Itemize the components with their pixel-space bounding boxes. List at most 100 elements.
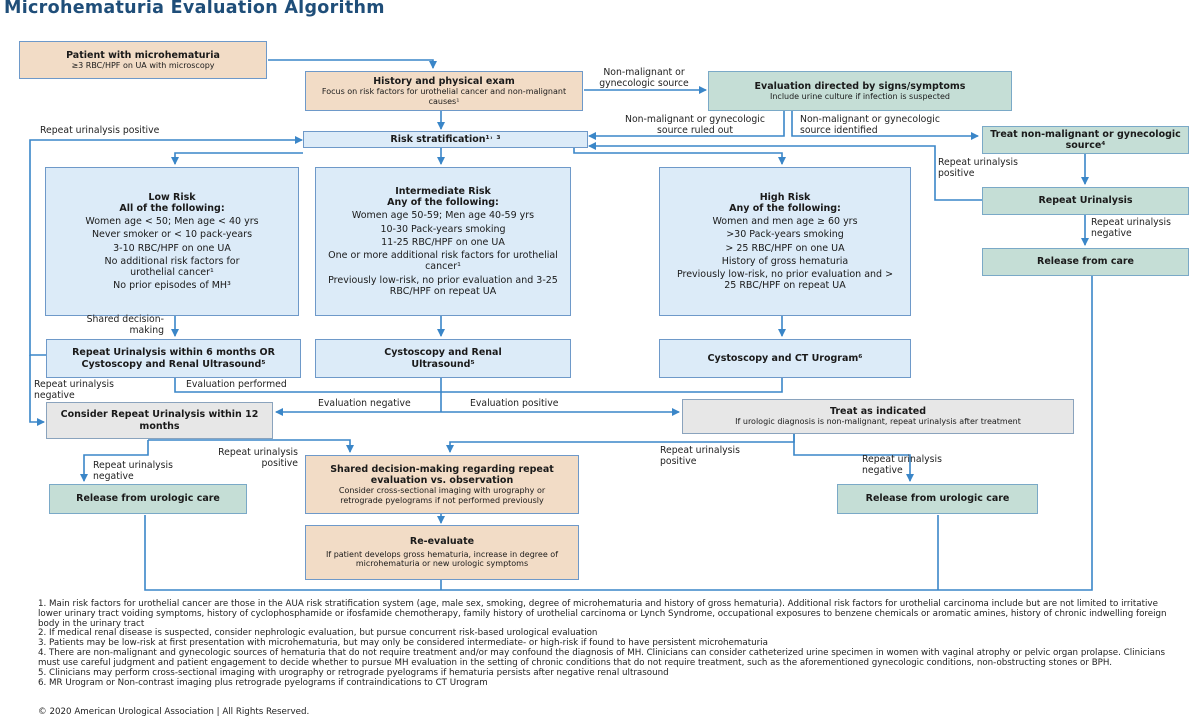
intermediate-risk-box: Intermediate Risk Any of the following: … <box>315 167 571 316</box>
label-repeat-neg-left: Repeat urinalysis negative <box>34 379 114 401</box>
eval-signs-sub: Include urine culture if infection is su… <box>769 91 950 101</box>
label-repeat-neg-bottom-right: Repeat urinalysis negative <box>862 454 942 476</box>
risk-title: Risk stratification¹˒ ³ <box>390 133 501 145</box>
patient-sub: ≥3 RBC/HPF on UA with microscopy <box>71 60 215 70</box>
shared-box: Shared decision-making regarding repeat … <box>305 455 579 514</box>
treat-indicated-sub: If urologic diagnosis is non-malignant, … <box>735 417 1021 427</box>
low-risk-item: 3-10 RBC/HPF on one UA <box>113 242 231 254</box>
low-risk-item: Women age < 50; Men age < 40 yrs <box>85 216 259 228</box>
low-risk-item: Never smoker or < 10 pack-years <box>91 229 253 241</box>
repeat6-title: Repeat Urinalysis within 6 months OR Cys… <box>72 347 275 370</box>
cysto-renal-title: Cystoscopy and Renal Ultrasound⁵ <box>384 347 502 370</box>
repeat-ua-box: Repeat Urinalysis <box>982 187 1189 215</box>
label-repeat-pos-right: Repeat urinalysis positive <box>938 157 1018 179</box>
label-repeat-pos-bottom-right: Repeat urinalysis positive <box>660 445 740 467</box>
high-risk-item: History of gross hematuria <box>721 255 849 267</box>
footnote: 3. Patients may be low-risk at first pre… <box>38 638 768 649</box>
history-title: History and physical exam <box>373 75 515 87</box>
label-repeat-neg-bottom-left: Repeat urinalysis negative <box>93 460 173 482</box>
reevaluate-sub: If patient develops gross hematuria, inc… <box>325 549 559 569</box>
patient-title: Patient with microhematuria <box>66 49 220 61</box>
consider-repeat-title: Consider Repeat Urinalysis within 12 mon… <box>60 409 259 432</box>
high-risk-item: Previously low-risk, no prior evaluation… <box>676 268 894 292</box>
low-risk-item: No prior episodes of MH³ <box>113 280 231 292</box>
label-repeat-pos-bottom-left: Repeat urinalysis positive <box>218 447 298 469</box>
label-repeat-pos-left: Repeat urinalysis positive <box>40 125 160 136</box>
label-eval-positive: Evaluation positive <box>470 398 559 409</box>
intermediate-risk-item: Women age 50-59; Men age 40-59 yrs <box>351 210 535 222</box>
connector-patient-history <box>268 59 437 69</box>
copyright: © 2020 American Urological Association |… <box>38 707 310 717</box>
high-risk-item: >30 Pack-years smoking <box>726 229 844 241</box>
intermediate-risk-item: 10-30 Pack-years smoking <box>380 223 506 235</box>
shared-sub: Consider cross-sectional imaging with ur… <box>338 486 546 505</box>
risk-box: Risk stratification¹˒ ³ <box>303 131 588 148</box>
label-eval-performed: Evaluation performed <box>186 379 287 390</box>
history-sub: Focus on risk factors for urothelial can… <box>321 87 567 106</box>
intermediate-risk-item: Previously low-risk, no prior evaluation… <box>328 274 558 297</box>
page-title: Microhematuria Evaluation Algorithm <box>4 0 385 18</box>
low-risk-subtitle: All of the following: <box>119 202 225 214</box>
release-uro-right-box: Release from urologic care <box>837 484 1038 514</box>
label-shared-dm: Shared decision-making <box>86 314 164 336</box>
history-box: History and physical exam Focus on risk … <box>305 71 583 111</box>
release-care-title: Release from care <box>1037 256 1134 268</box>
cysto-ct-box: Cystoscopy and CT Urogram⁶ <box>659 339 911 378</box>
high-risk-subtitle: Any of the following: <box>729 202 841 214</box>
high-risk-item: Women and men age ≥ 60 yrs <box>712 216 858 228</box>
connector-repeatua-risk <box>588 142 983 201</box>
connector-risk-high <box>573 148 786 165</box>
label-identified: Non-malignant or gynecologic source iden… <box>800 114 940 136</box>
footnote: 6. MR Urogram or Non-contrast imaging pl… <box>38 677 488 688</box>
reevaluate-title: Re-evaluate <box>409 536 475 548</box>
footnote: 1. Main risk factors for urothelial canc… <box>38 599 1167 629</box>
treat-indicated-title: Treat as indicated <box>829 406 927 418</box>
connector-repeat6-consider <box>29 355 45 426</box>
connector-evalsigns-risk <box>588 111 785 140</box>
cysto-ct-title: Cystoscopy and CT Urogram⁶ <box>707 352 863 364</box>
label-nonmal-gyn: Non-malignant or gynecologic source <box>599 67 689 89</box>
high-risk-title: High Risk <box>759 191 811 203</box>
intermediate-risk-subtitle: Any of the following: <box>387 197 499 209</box>
connector-bottom-loop <box>144 275 1093 591</box>
connector-repeatpos-loop <box>29 136 303 356</box>
treat-indicated-box: Treat as indicated If urologic diagnosis… <box>682 399 1074 434</box>
connector-treat-release <box>793 434 914 482</box>
connector-evalsigns-treat <box>791 111 979 140</box>
consider-repeat-box: Consider Repeat Urinalysis within 12 mon… <box>46 402 273 439</box>
footnote: 4. There are non-malignant and gynecolog… <box>38 648 1166 668</box>
label-ruled-out: Non-malignant or gynecologic source rule… <box>625 114 765 136</box>
repeat-ua-title: Repeat Urinalysis <box>1038 195 1133 207</box>
release-care-box: Release from care <box>982 248 1189 276</box>
repeat6-box: Repeat Urinalysis within 6 months OR Cys… <box>46 339 301 378</box>
reevaluate-box: Re-evaluate If patient develops gross he… <box>305 525 579 580</box>
connector-cystoct-down <box>441 378 783 393</box>
high-risk-box: High Risk Any of the following: Women an… <box>659 167 911 316</box>
connector-risk-low <box>171 152 303 165</box>
release-uro-left-title: Release from urologic care <box>76 493 220 505</box>
release-uro-right-title: Release from urologic care <box>865 493 1010 505</box>
treat-nonmal-title: Treat non-malignant or gynecologic sourc… <box>990 128 1181 151</box>
intermediate-risk-item: One or more additional risk factors for … <box>328 250 558 273</box>
label-repeat-neg-right: Repeat urinalysis negative <box>1091 217 1171 239</box>
footnotes: 1. Main risk factors for urothelial canc… <box>38 599 1178 688</box>
footnote: 5. Clinicians may perform cross-sectiona… <box>38 667 669 678</box>
shared-title: Shared decision-making regarding repeat … <box>330 463 554 487</box>
low-risk-item: No additional risk factors for urothelia… <box>104 255 240 278</box>
label-eval-negative: Evaluation negative <box>318 398 411 409</box>
connector-eval-performed <box>174 378 441 393</box>
low-risk-box: Low Risk All of the following: Women age… <box>45 167 299 316</box>
patient-box: Patient with microhematuria ≥3 RBC/HPF o… <box>19 41 267 79</box>
connector-consider-release <box>80 440 149 482</box>
connector-consider-shared <box>148 439 354 453</box>
eval-signs-box: Evaluation directed by signs/symptoms In… <box>708 71 1012 111</box>
cysto-renal-box: Cystoscopy and Renal Ultrasound⁵ <box>315 339 571 378</box>
treat-nonmal-box: Treat non-malignant or gynecologic sourc… <box>982 126 1189 154</box>
low-risk-title: Low Risk <box>148 191 196 203</box>
intermediate-risk-item: 11-25 RBC/HPF on one UA <box>381 236 505 248</box>
intermediate-risk-title: Intermediate Risk <box>395 186 491 198</box>
high-risk-item: > 25 RBC/HPF on one UA <box>725 242 845 254</box>
release-uro-left-box: Release from urologic care <box>49 484 247 514</box>
footnote: 2. If medical renal disease is suspected… <box>38 628 598 639</box>
